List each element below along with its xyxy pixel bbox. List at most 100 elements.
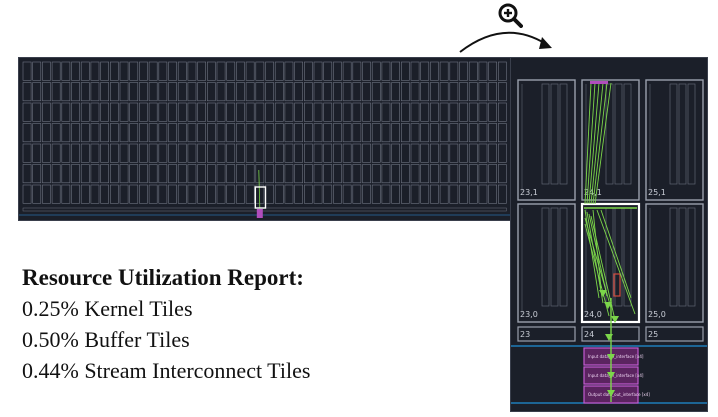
overview-tile bbox=[352, 184, 362, 204]
route-arrow-icon bbox=[611, 316, 619, 323]
overview-tile bbox=[32, 123, 42, 143]
overview-tile bbox=[459, 82, 468, 102]
tile-25-1[interactable]: 25,1 bbox=[645, 79, 704, 201]
overview-tile bbox=[333, 102, 342, 122]
overview-tile bbox=[216, 164, 226, 184]
overview-tile bbox=[177, 143, 187, 163]
overview-tile bbox=[51, 164, 61, 184]
overview-tile bbox=[265, 164, 274, 184]
overview-tile bbox=[129, 61, 139, 81]
overview-tile bbox=[187, 102, 197, 122]
overview-tile bbox=[400, 123, 410, 143]
overview-tile bbox=[71, 143, 80, 163]
overview-tile bbox=[303, 184, 313, 204]
overview-tile bbox=[439, 184, 449, 204]
overview-tile bbox=[168, 143, 177, 163]
overview-tile bbox=[236, 102, 245, 122]
overview-tile bbox=[497, 61, 507, 81]
array-detail-panel[interactable]: 23,1 24,1 25,1 23,0 24,0 25,0 23 bbox=[510, 57, 708, 412]
zoom-in-icon[interactable] bbox=[497, 2, 523, 28]
overview-tile bbox=[197, 143, 207, 163]
overview-tile bbox=[32, 143, 42, 163]
overview-tile bbox=[420, 164, 430, 184]
stream-route bbox=[584, 217, 612, 309]
overview-tile bbox=[284, 102, 294, 122]
overview-tile bbox=[410, 143, 420, 163]
overview-tile bbox=[71, 123, 80, 143]
overview-tile bbox=[459, 102, 468, 122]
overview-tile bbox=[80, 82, 90, 102]
overview-tile bbox=[439, 123, 449, 143]
shim-25[interactable]: 25 bbox=[645, 326, 704, 342]
overview-tile bbox=[478, 184, 488, 204]
overview-tile bbox=[42, 61, 51, 81]
overview-tile bbox=[22, 143, 32, 163]
overview-tile bbox=[468, 102, 478, 122]
overview-tile bbox=[110, 61, 119, 81]
overview-tile bbox=[42, 143, 51, 163]
overview-tile bbox=[71, 82, 80, 102]
overview-tile bbox=[197, 123, 207, 143]
tile-memory-bank bbox=[559, 207, 568, 307]
tile-memory-bank bbox=[669, 207, 678, 307]
overview-tile bbox=[294, 82, 304, 102]
shim-23[interactable]: 23 bbox=[517, 326, 576, 342]
tile-23-0[interactable]: 23,0 bbox=[517, 203, 576, 323]
svg-text:24: 24 bbox=[584, 330, 594, 339]
overview-tile bbox=[294, 123, 304, 143]
overview-tile bbox=[488, 82, 498, 102]
overview-tile bbox=[255, 164, 265, 184]
overview-tile bbox=[168, 61, 177, 81]
tile-memory-bank bbox=[614, 207, 623, 307]
overview-tile bbox=[313, 61, 323, 81]
stream-route bbox=[584, 209, 600, 299]
overview-tile bbox=[90, 123, 100, 143]
overview-tile bbox=[449, 164, 459, 184]
overview-tile bbox=[148, 102, 158, 122]
overview-tile bbox=[100, 123, 109, 143]
overview-tile bbox=[245, 164, 255, 184]
overview-tile bbox=[420, 61, 430, 81]
overview-tile bbox=[420, 123, 430, 143]
overview-tile bbox=[22, 123, 32, 143]
buffer-box-input-2[interactable]: Input data_in_interface [x4] bbox=[583, 366, 644, 385]
array-detail-view: 23,1 24,1 25,1 23,0 24,0 25,0 23 bbox=[511, 79, 707, 404]
overview-tile bbox=[410, 61, 420, 81]
overview-tile bbox=[274, 61, 284, 81]
tile-memory-bank bbox=[550, 83, 559, 185]
overview-tile bbox=[303, 123, 313, 143]
tile-25-0[interactable]: 25,0 bbox=[645, 203, 704, 323]
overview-tile bbox=[303, 61, 313, 81]
overview-tile bbox=[61, 184, 71, 204]
overview-tile bbox=[468, 82, 478, 102]
overview-tile bbox=[265, 184, 274, 204]
overview-tile bbox=[497, 184, 507, 204]
overview-tile bbox=[158, 164, 168, 184]
buffer-box-output[interactable]: Output data_out_interface [x4] bbox=[583, 385, 650, 404]
overview-tile bbox=[381, 102, 391, 122]
overview-tile bbox=[294, 102, 304, 122]
tile-24-1[interactable]: 24,1 bbox=[581, 79, 640, 201]
overview-tile bbox=[410, 164, 420, 184]
overview-route bbox=[258, 169, 261, 209]
overview-tile bbox=[478, 61, 488, 81]
overview-tile bbox=[139, 102, 148, 122]
overview-tile bbox=[430, 61, 439, 81]
overview-tile bbox=[32, 61, 42, 81]
overview-tile bbox=[371, 82, 381, 102]
overview-tile bbox=[342, 82, 352, 102]
overview-tile bbox=[342, 143, 352, 163]
buffer-box-input-1[interactable]: Input data_in_interface [x4] bbox=[583, 347, 644, 366]
overview-tile bbox=[362, 102, 371, 122]
tile-23-1[interactable]: 23,1 bbox=[517, 79, 576, 201]
route-arrow-icon bbox=[605, 334, 613, 341]
overview-tile bbox=[400, 164, 410, 184]
overview-tile bbox=[274, 102, 284, 122]
overview-tile bbox=[420, 82, 430, 102]
overview-tile bbox=[362, 82, 371, 102]
overview-tile bbox=[449, 184, 459, 204]
overview-tile bbox=[362, 164, 371, 184]
overview-tile bbox=[303, 143, 313, 163]
array-overview-panel[interactable] bbox=[18, 57, 516, 221]
tile-label: 23,0 bbox=[520, 310, 538, 319]
